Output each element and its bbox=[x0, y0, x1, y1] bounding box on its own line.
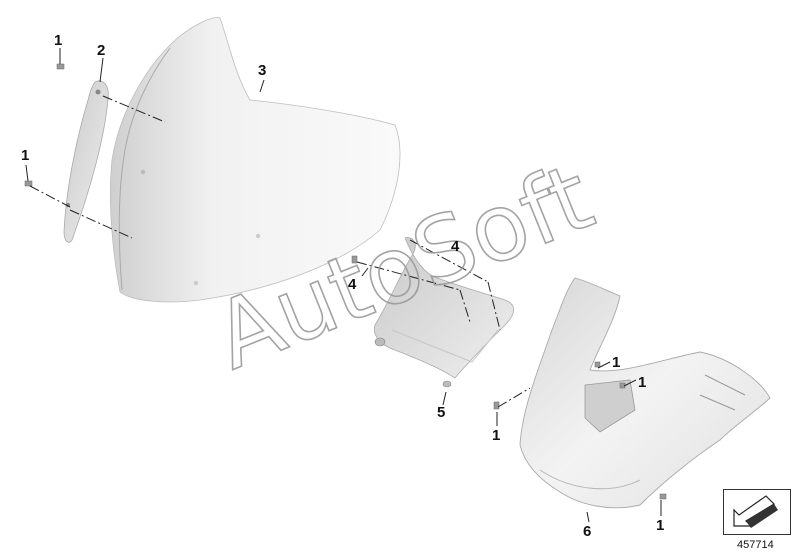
orientation-arrow-box bbox=[723, 489, 791, 535]
screw-mid-left bbox=[24, 180, 33, 187]
callout-5: 5 bbox=[437, 404, 446, 421]
callout-2: 2 bbox=[97, 42, 106, 59]
callout-1-top-left: 1 bbox=[54, 32, 63, 49]
leader-lines bbox=[29, 95, 531, 408]
windshield-part bbox=[110, 17, 401, 303]
front-fairing-part bbox=[493, 277, 771, 509]
callout-1-fairing-left: 1 bbox=[492, 427, 501, 444]
side-trim-part bbox=[63, 80, 109, 243]
callout-lines bbox=[25, 48, 662, 523]
part-number: 457714 bbox=[737, 539, 774, 551]
callout-1-fairing-upper: 1 bbox=[612, 354, 621, 371]
callout-4-right: 4 bbox=[451, 238, 460, 255]
arrow-icon bbox=[733, 495, 778, 528]
callout-4-left: 4 bbox=[348, 276, 357, 293]
mount-bracket-part bbox=[351, 237, 515, 388]
callout-1-left: 1 bbox=[21, 147, 30, 164]
screw-top-left bbox=[56, 63, 65, 70]
callout-6: 6 bbox=[583, 523, 592, 540]
callout-3: 3 bbox=[258, 62, 267, 79]
callout-1-fairing-right: 1 bbox=[638, 374, 647, 391]
callout-1-bottom: 1 bbox=[656, 517, 665, 534]
